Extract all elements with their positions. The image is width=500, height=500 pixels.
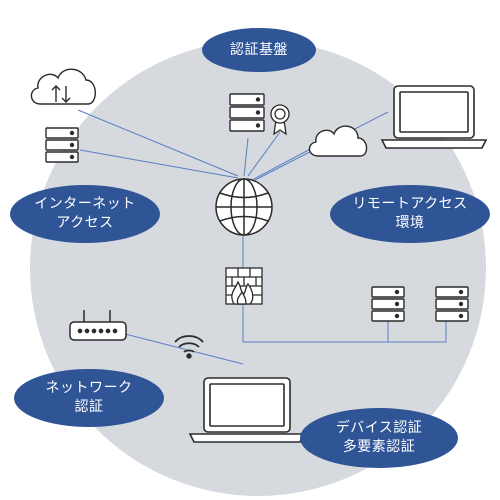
- server-icon-right-b: [435, 286, 469, 322]
- label-remote-access-text: リモートアクセス 環境: [352, 196, 468, 231]
- cloud-icon: [308, 125, 368, 157]
- connector-cloud: [251, 144, 319, 181]
- connector-certificate: [247, 131, 281, 177]
- laptop-icon-top-right: [380, 85, 488, 149]
- label-network-auth: ネットワーク 認証: [14, 369, 164, 427]
- label-remote-access: リモートアクセス 環境: [330, 185, 490, 243]
- label-internet-access: インターネット アクセス: [10, 185, 160, 243]
- firewall-icon: [225, 267, 263, 305]
- label-auth-infra: 認証基盤: [202, 28, 316, 72]
- server-icon-top: [229, 93, 265, 132]
- label-device-auth-text: デバイス認証 多要素認証: [335, 420, 423, 455]
- certificate-badge-icon: [270, 104, 290, 136]
- server-icon-right-a: [371, 286, 405, 322]
- connector-server-top: [243, 137, 249, 177]
- label-device-auth: デバイス認証 多要素認証: [300, 408, 458, 468]
- globe-icon: [215, 178, 273, 236]
- wifi-icon: [174, 335, 204, 359]
- server-icon-left: [45, 127, 79, 163]
- router-icon: [69, 310, 127, 341]
- cloud-upload-download-icon: [30, 68, 96, 105]
- label-internet-access-text: インターネット アクセス: [34, 196, 136, 231]
- label-auth-infra-text: 認証基盤: [230, 41, 288, 58]
- connector-router: [124, 333, 244, 365]
- connector-cloud-sync: [77, 109, 239, 177]
- label-network-auth-text: ネットワーク 認証: [45, 380, 133, 415]
- connector-server-left: [79, 149, 239, 179]
- laptop-icon-bottom: [188, 377, 306, 443]
- connector-lines: [77, 109, 447, 365]
- connector-servers-right: [242, 300, 447, 343]
